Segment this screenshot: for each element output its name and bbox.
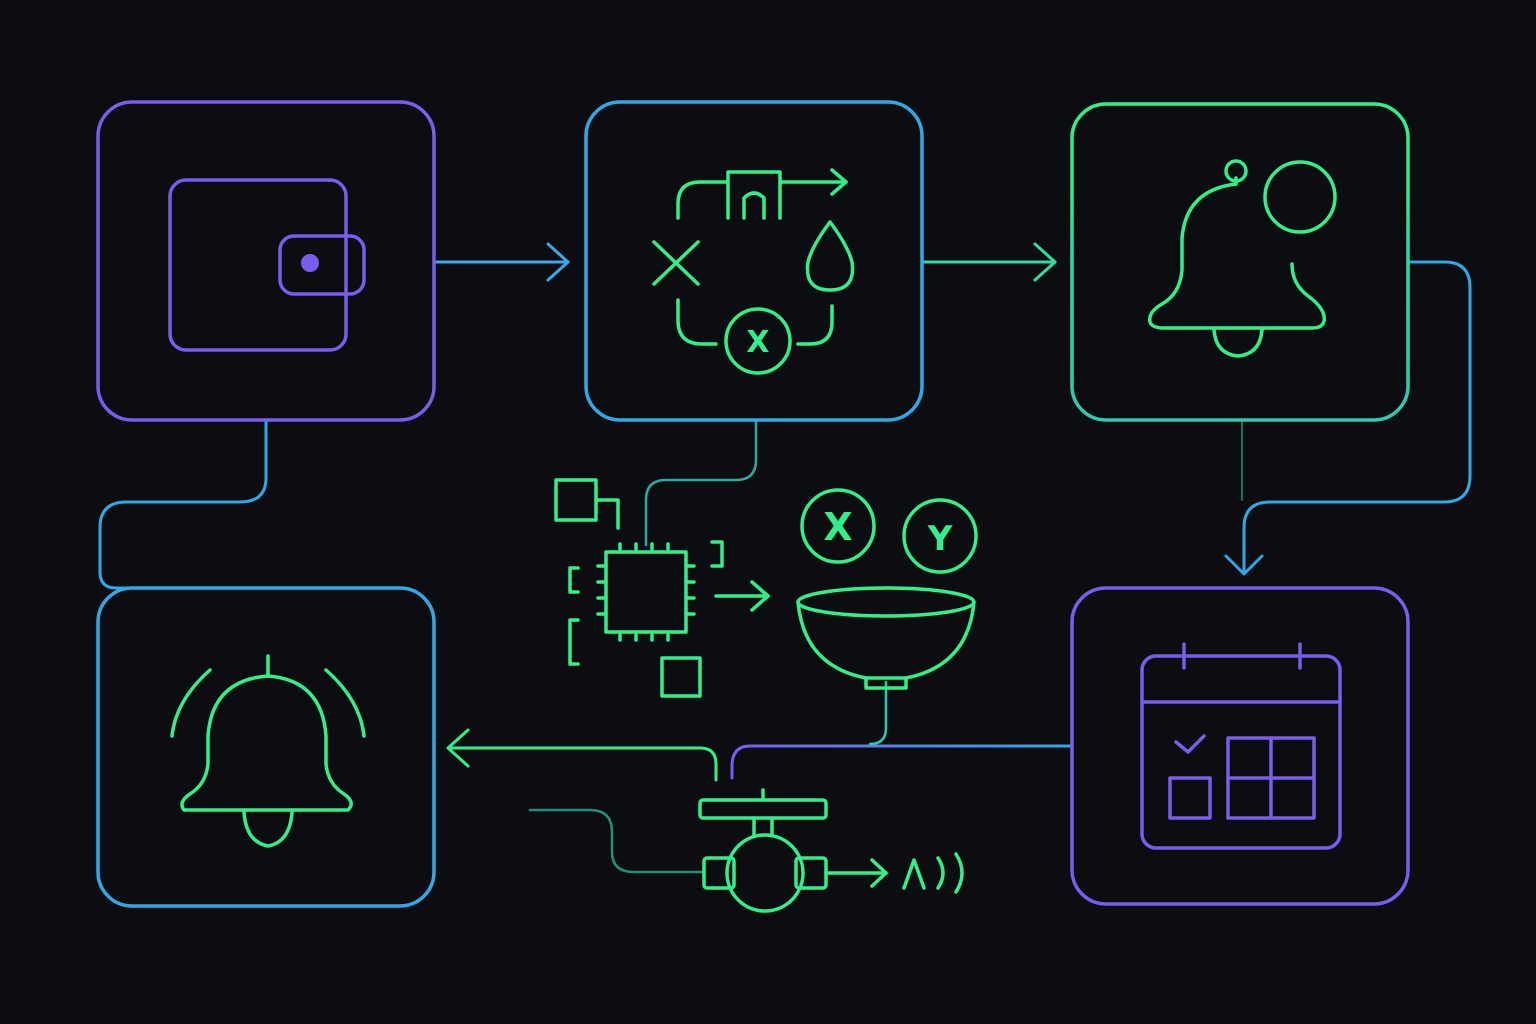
node-workflow-box — [584, 100, 924, 422]
connector-funnel-stem — [868, 680, 888, 746]
node-wallet-box — [96, 100, 436, 422]
arrowhead-to-calendar — [1224, 554, 1264, 576]
connector-wallet-to-alert — [98, 420, 268, 590]
node-notification[interactable] — [1070, 102, 1410, 422]
connector-notification-to-calendar — [1242, 260, 1472, 574]
funnel-icon — [796, 586, 976, 690]
node-alert-box — [96, 586, 436, 908]
workflow-x-label: X — [746, 325, 769, 360]
connectors — [98, 242, 1472, 874]
bell-with-badge-icon — [1148, 159, 1337, 358]
circle-y-label: Y — [927, 519, 953, 559]
connector-to-alert — [448, 746, 718, 782]
connector-valve-input — [528, 808, 706, 874]
node-calendar-box — [1070, 586, 1410, 906]
node-workflow[interactable]: X — [584, 100, 924, 422]
circle-x-icon: X — [800, 488, 876, 564]
arrowhead-workflow-to-notification — [1033, 242, 1057, 282]
connector-workflow-to-chip — [644, 420, 758, 547]
circle-x-label: X — [823, 505, 852, 549]
wallet-icon — [168, 178, 366, 352]
arrowhead-wallet-to-workflow — [546, 242, 570, 282]
workflow-loop-icon — [652, 168, 855, 375]
calendar-schedule-icon — [1140, 642, 1342, 850]
processor-chip-icon — [554, 478, 770, 698]
node-wallet[interactable] — [96, 100, 436, 422]
valve-icon — [698, 788, 964, 913]
connector-calendar-line — [730, 744, 1074, 780]
node-calendar[interactable] — [1070, 586, 1410, 906]
circle-y-icon: Y — [902, 498, 978, 574]
node-alert[interactable] — [96, 586, 436, 908]
ringing-bell-icon — [170, 654, 366, 848]
arrowhead-to-alert — [446, 728, 470, 768]
node-notification-box — [1070, 102, 1410, 422]
